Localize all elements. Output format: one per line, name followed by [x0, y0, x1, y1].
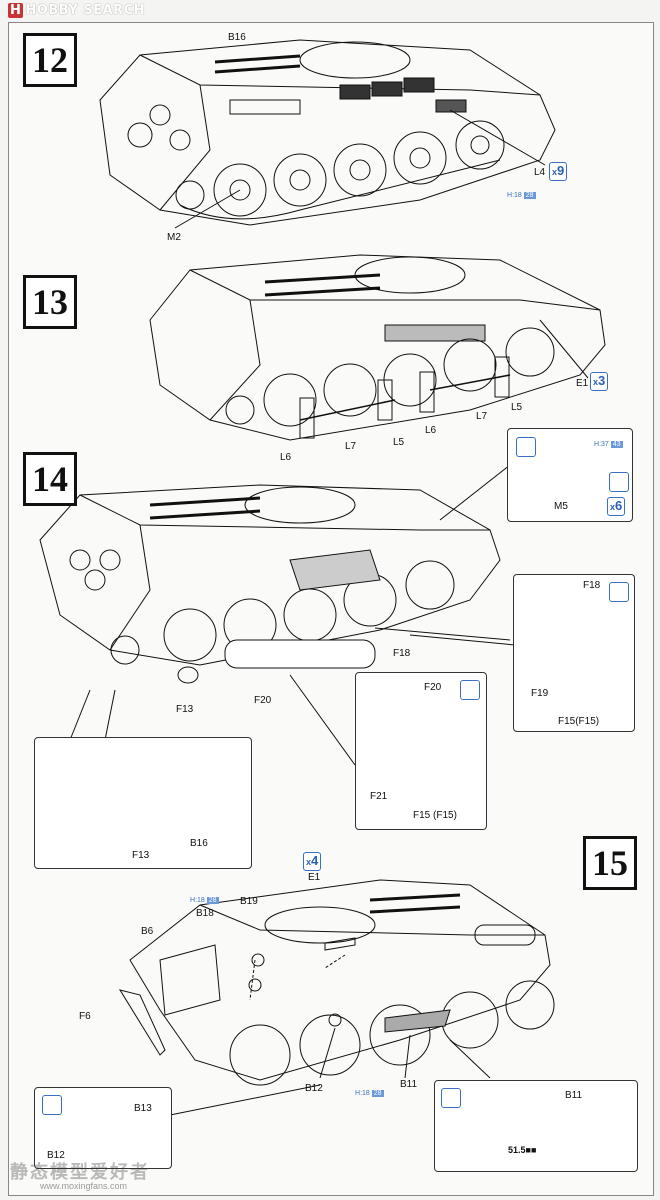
step12-tank-drawing — [99, 39, 556, 229]
part-label-f20-detail: F20 — [424, 682, 442, 693]
part-label-e1: E1 — [576, 378, 589, 389]
part-label-b18: B18 — [196, 908, 214, 919]
glue-icon-b12 — [42, 1095, 62, 1115]
step-number-14: 14 — [23, 452, 77, 506]
quantity-badge-l4: x9 — [549, 162, 568, 181]
part-label-l6-right: L6 — [425, 425, 437, 436]
part-label-l7-right: L7 — [476, 411, 488, 422]
part-label-l5-left: L5 — [393, 437, 405, 448]
part-label-b11: B11 — [400, 1079, 418, 1090]
quantity-badge-e1: x3 — [590, 372, 609, 391]
part-label-l5-right: L5 — [511, 402, 523, 413]
watermark-chars: 静态模型爱好者 — [10, 1162, 150, 1183]
step15-tank-drawing — [118, 879, 555, 1116]
part-label-m2: M2 — [167, 232, 181, 243]
part-label-f13-main: F13 — [176, 704, 194, 715]
part-label-f13-detail: F13 — [132, 850, 150, 861]
part-label-l7-left: L7 — [345, 441, 357, 452]
part-label-b6: B6 — [141, 926, 154, 937]
glue-icon-b11 — [441, 1088, 461, 1108]
part-label-b13-detail: B13 — [134, 1103, 152, 1114]
part-label-f15-detail-b: F15 (F15) — [413, 810, 457, 821]
inset-side-panel — [34, 737, 252, 869]
part-label-l6-left: L6 — [280, 452, 292, 463]
part-label-f20-main: F20 — [254, 695, 272, 706]
inset-b11-panel — [434, 1080, 638, 1172]
color-ref-step15-bottom: H:18 28 — [355, 1090, 384, 1097]
step-number-15: 15 — [583, 836, 637, 890]
part-label-f15-detail-a: F15(F15) — [558, 716, 600, 727]
glue-icon-m5 — [516, 437, 536, 457]
step-number-12: 12 — [23, 33, 77, 87]
part-label-f18-detail: F18 — [583, 580, 601, 591]
part-label-f19-detail: F19 — [531, 688, 549, 699]
step-number-13: 13 — [23, 275, 77, 329]
part-label-l4: L4 — [534, 167, 546, 178]
part-label-f21-detail: F21 — [370, 791, 388, 802]
part-label-b19: B19 — [240, 896, 258, 907]
watermark-url: www.moxingfans.com — [40, 1181, 128, 1191]
color-ref-step14: H:37 43 — [594, 441, 623, 448]
step13-tank-drawing — [149, 254, 606, 441]
glue-icon-f18 — [609, 582, 629, 602]
arrow-up-icon — [609, 472, 629, 492]
color-ref-step15-top: H:18 28 — [190, 897, 219, 904]
part-label-f6: F6 — [79, 1011, 91, 1022]
glue-icon-f20 — [460, 680, 480, 700]
color-ref-step12: H:18 28 — [507, 192, 536, 199]
step14-tank-drawing — [39, 464, 516, 766]
dimension-label: 51.5■■ — [508, 1145, 537, 1155]
part-label-b12-detail: B12 — [47, 1150, 65, 1161]
part-label-m5: M5 — [554, 501, 568, 512]
quantity-badge-m5: x6 — [607, 497, 626, 516]
part-label-b16-detail: B16 — [190, 838, 208, 849]
quantity-badge-e1-step15: x4 — [303, 852, 322, 871]
part-label-e1-step15: E1 — [308, 872, 321, 883]
part-label-b12: B12 — [305, 1083, 323, 1094]
part-label-b11-detail: B11 — [565, 1090, 583, 1101]
part-label-b16: B16 — [228, 32, 246, 43]
part-label-f18-main: F18 — [393, 648, 411, 659]
